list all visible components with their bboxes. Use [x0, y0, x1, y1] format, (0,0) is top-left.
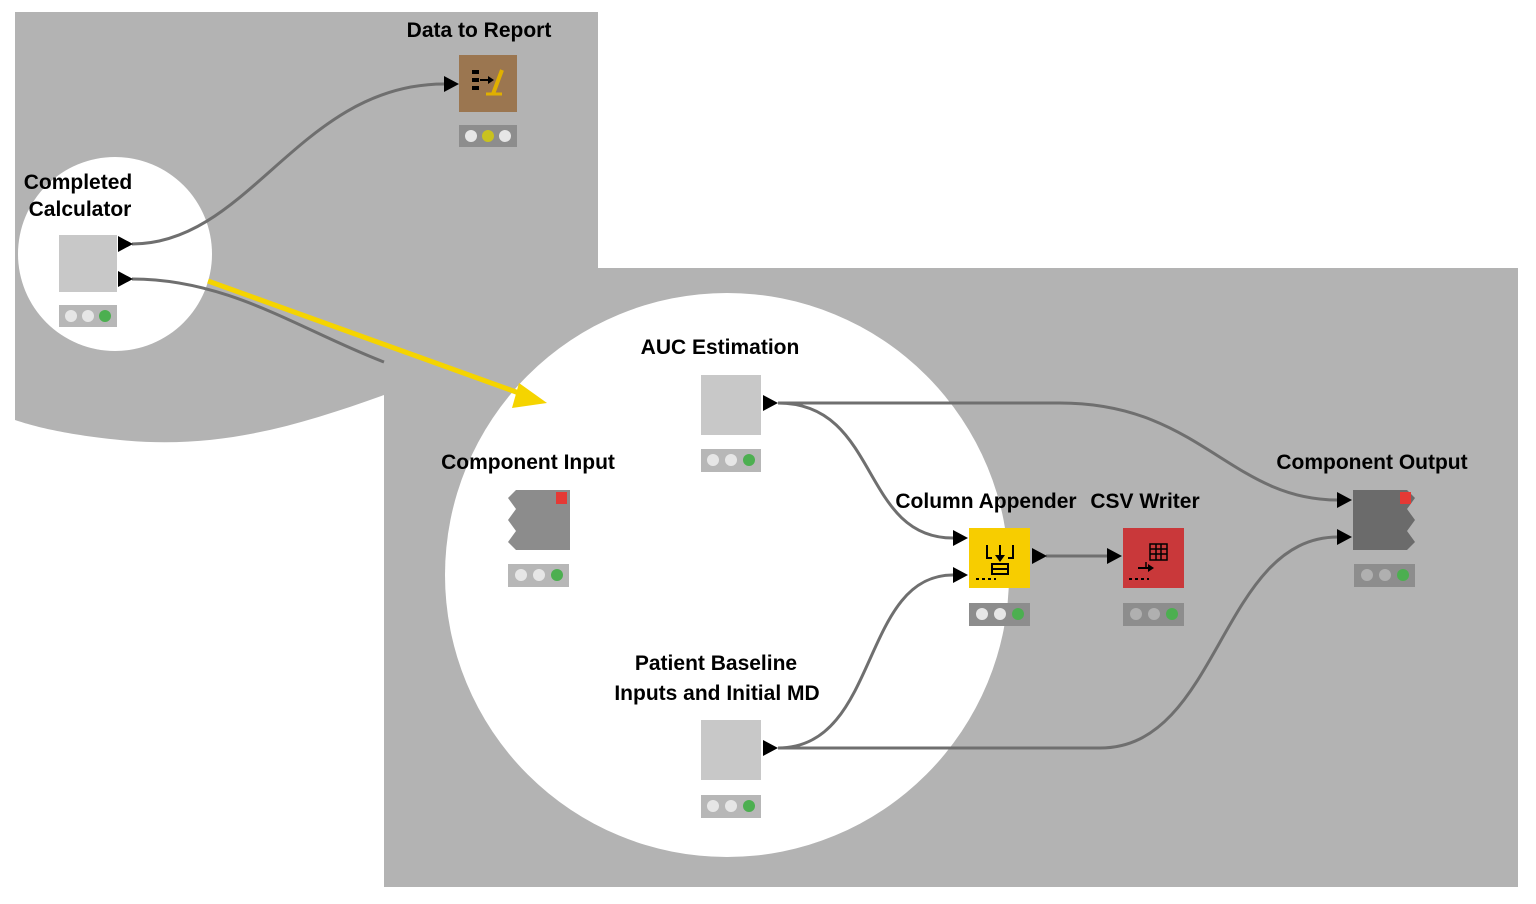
node-label: CSV Writer	[1090, 490, 1199, 513]
node-label-line2: Inputs and Initial MD	[614, 682, 819, 705]
status-led-1	[65, 310, 77, 322]
status-led-1	[707, 454, 719, 466]
node-csv-writer[interactable]: CSV Writer	[1090, 490, 1200, 626]
zoom-arrow-head	[512, 383, 547, 408]
port-calculator-out-1	[118, 236, 133, 252]
port-appender-in-2	[953, 567, 968, 583]
zoom-arrow-line	[207, 278, 531, 400]
status-led-3	[499, 130, 511, 142]
status-led-2	[994, 608, 1006, 620]
node-label: AUC Estimation	[641, 336, 800, 359]
port-appender-in-1	[953, 530, 968, 546]
highlight-circle-large	[445, 293, 1009, 857]
port-baseline-out	[763, 740, 778, 756]
port-report-in	[444, 76, 459, 92]
lock-icon	[1400, 492, 1411, 504]
component-icon	[701, 720, 761, 780]
status-led-1	[976, 608, 988, 620]
component-icon	[59, 235, 117, 292]
component-input-icon	[508, 490, 570, 550]
node-column-appender[interactable]: Column Appender	[895, 490, 1077, 626]
status-led-3	[1397, 569, 1409, 581]
port-output-in-1	[1337, 492, 1352, 508]
node-component-output[interactable]: Component Output	[1276, 451, 1468, 587]
node-component-input[interactable]: Component Input	[441, 451, 615, 587]
status-led-3	[743, 800, 755, 812]
port-calculator-out-2	[118, 271, 133, 287]
node-label-line2: Calculator	[29, 198, 132, 221]
port-appender-out	[1032, 548, 1047, 564]
node-patient-baseline[interactable]: Patient Baseline Inputs and Initial MD	[614, 652, 820, 818]
csv-writer-icon	[1123, 528, 1184, 588]
status-led-2	[725, 800, 737, 812]
status-led-1	[1361, 569, 1373, 581]
node-auc-estimation[interactable]: AUC Estimation	[641, 336, 800, 472]
lock-icon	[556, 492, 567, 504]
status-led-1	[515, 569, 527, 581]
node-data-to-report[interactable]: Data to Report	[407, 19, 552, 147]
csv-writer-glyph	[1129, 543, 1168, 580]
connection-calculator-outgoing	[131, 277, 385, 364]
data-to-report-glyph	[472, 69, 504, 96]
status-led-1	[1130, 608, 1142, 620]
status-led-3	[99, 310, 111, 322]
connection-baseline-to-appender	[777, 573, 954, 750]
status-led-2	[1379, 569, 1391, 581]
node-label: Column Appender	[895, 490, 1076, 513]
connection-auc-to-appender	[777, 401, 954, 540]
node-label-line1: Patient Baseline	[635, 652, 797, 675]
status-led-2	[725, 454, 737, 466]
status-led-3	[551, 569, 563, 581]
status-led-2	[82, 310, 94, 322]
status-led-2	[1148, 608, 1160, 620]
port-csv-in	[1107, 548, 1122, 564]
status-led-3	[1012, 608, 1024, 620]
component-icon	[701, 375, 761, 435]
connection-auc-to-output	[778, 401, 1339, 502]
status-led-3	[743, 454, 755, 466]
node-completed-calculator[interactable]: Completed Calculator	[24, 171, 133, 327]
column-appender-glyph	[976, 545, 1014, 580]
status-led-3	[1166, 608, 1178, 620]
node-label: Data to Report	[407, 19, 552, 42]
status-led-2	[482, 130, 494, 142]
port-output-in-2	[1337, 529, 1352, 545]
status-led-1	[465, 130, 477, 142]
node-label-line1: Completed	[24, 171, 133, 194]
status-led-1	[707, 800, 719, 812]
connection-calculator-to-report	[131, 82, 445, 246]
node-label: Component Input	[441, 451, 615, 474]
node-label: Component Output	[1276, 451, 1467, 474]
connection-baseline-to-output	[778, 535, 1339, 750]
component-output-icon	[1353, 490, 1415, 550]
port-auc-out	[763, 395, 778, 411]
status-led-2	[533, 569, 545, 581]
